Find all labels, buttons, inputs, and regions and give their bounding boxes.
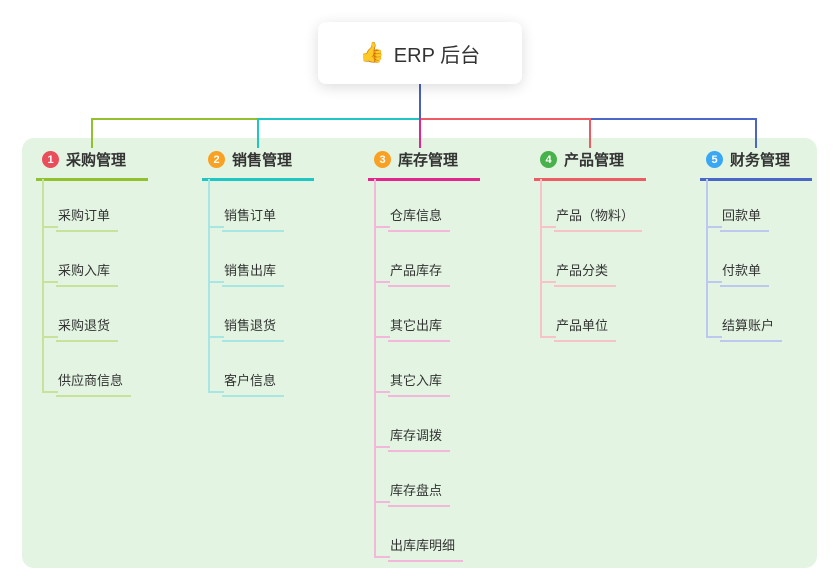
- connector-line: [91, 118, 93, 148]
- mindmap-leaf-node[interactable]: 客户信息: [222, 368, 285, 397]
- connector-line: [374, 446, 390, 448]
- connector-line: [540, 179, 542, 338]
- connector-line: [706, 179, 708, 338]
- branch-label: 财务管理: [730, 152, 791, 169]
- branch-number-badge: 1: [42, 151, 59, 168]
- connector-line: [208, 226, 224, 228]
- mindmap-leaf-node[interactable]: 其它入库: [388, 368, 451, 397]
- connector-line: [540, 336, 556, 338]
- mindmap-leaf-node[interactable]: 供应商信息: [56, 368, 132, 397]
- branch-label: 采购管理: [66, 152, 127, 169]
- connector-line: [257, 118, 259, 148]
- mindmap-leaf-node[interactable]: 采购退货: [56, 313, 119, 342]
- connector-line: [706, 226, 722, 228]
- connector-line: [42, 226, 58, 228]
- connector-line: [374, 179, 376, 558]
- connector-line: [374, 391, 390, 393]
- connector-line: [42, 391, 58, 393]
- connector-line: [374, 501, 390, 503]
- connector-line: [208, 179, 210, 393]
- mindmap-branch-node[interactable]: 2 销售管理: [202, 147, 314, 181]
- branch-label: 产品管理: [564, 152, 625, 169]
- mindmap-branch-node[interactable]: 4 产品管理: [534, 147, 646, 181]
- mindmap-leaf-node[interactable]: 其它出库: [388, 313, 451, 342]
- branch-number-badge: 3: [374, 151, 391, 168]
- mindmap-leaf-node[interactable]: 采购入库: [56, 258, 119, 287]
- mindmap-root-node[interactable]: 👍 ERP 后台: [318, 22, 522, 84]
- mindmap-leaf-node[interactable]: 销售出库: [222, 258, 285, 287]
- thumbs-up-icon: 👍: [359, 42, 385, 64]
- connector-line: [42, 336, 58, 338]
- mindmap-leaf-node[interactable]: 仓库信息: [388, 203, 451, 232]
- connector-line: [540, 281, 556, 283]
- connector-line: [42, 281, 58, 283]
- mindmap-leaf-node[interactable]: 出库库明细: [388, 533, 464, 562]
- connector-line: [420, 118, 590, 120]
- mindmap-leaf-node[interactable]: 产品（物料）: [554, 203, 643, 232]
- connector-line: [208, 336, 224, 338]
- mindmap-branch-node[interactable]: 1 采购管理: [36, 147, 148, 181]
- connector-line: [374, 336, 390, 338]
- root-label: ERP 后台: [393, 44, 481, 67]
- connector-line: [540, 226, 556, 228]
- mindmap-leaf-node[interactable]: 结算账户: [720, 313, 783, 342]
- mindmap-leaf-node[interactable]: 库存盘点: [388, 478, 451, 507]
- branch-number-badge: 4: [540, 151, 557, 168]
- branch-number-badge: 5: [706, 151, 723, 168]
- mindmap-leaf-node[interactable]: 产品库存: [388, 258, 451, 287]
- connector-line: [258, 118, 420, 120]
- connector-root-stem: [419, 84, 421, 118]
- mindmap-leaf-node[interactable]: 回款单: [720, 203, 770, 232]
- mindmap-branch-node[interactable]: 3 库存管理: [368, 147, 480, 181]
- mindmap-leaf-node[interactable]: 采购订单: [56, 203, 119, 232]
- connector-line: [92, 118, 258, 120]
- mindmap-branch-node[interactable]: 5 财务管理: [700, 147, 812, 181]
- branch-label: 库存管理: [398, 152, 459, 169]
- connector-line: [42, 179, 44, 393]
- connector-line: [374, 556, 390, 558]
- mindmap-leaf-node[interactable]: 销售退货: [222, 313, 285, 342]
- mindmap-leaf-node[interactable]: 产品单位: [554, 313, 617, 342]
- connector-line: [419, 118, 421, 148]
- connector-line: [208, 281, 224, 283]
- connector-line: [589, 118, 591, 148]
- branch-label: 销售管理: [232, 152, 293, 169]
- connector-line: [374, 281, 390, 283]
- mindmap-background-panel: [22, 138, 817, 568]
- mindmap-leaf-node[interactable]: 销售订单: [222, 203, 285, 232]
- branch-number-badge: 2: [208, 151, 225, 168]
- connector-line: [706, 336, 722, 338]
- connector-line: [706, 281, 722, 283]
- mindmap-leaf-node[interactable]: 产品分类: [554, 258, 617, 287]
- connector-line: [208, 391, 224, 393]
- connector-line: [755, 118, 757, 148]
- connector-line: [374, 226, 390, 228]
- mindmap-leaf-node[interactable]: 库存调拨: [388, 423, 451, 452]
- connector-line: [590, 118, 756, 120]
- mindmap-leaf-node[interactable]: 付款单: [720, 258, 770, 287]
